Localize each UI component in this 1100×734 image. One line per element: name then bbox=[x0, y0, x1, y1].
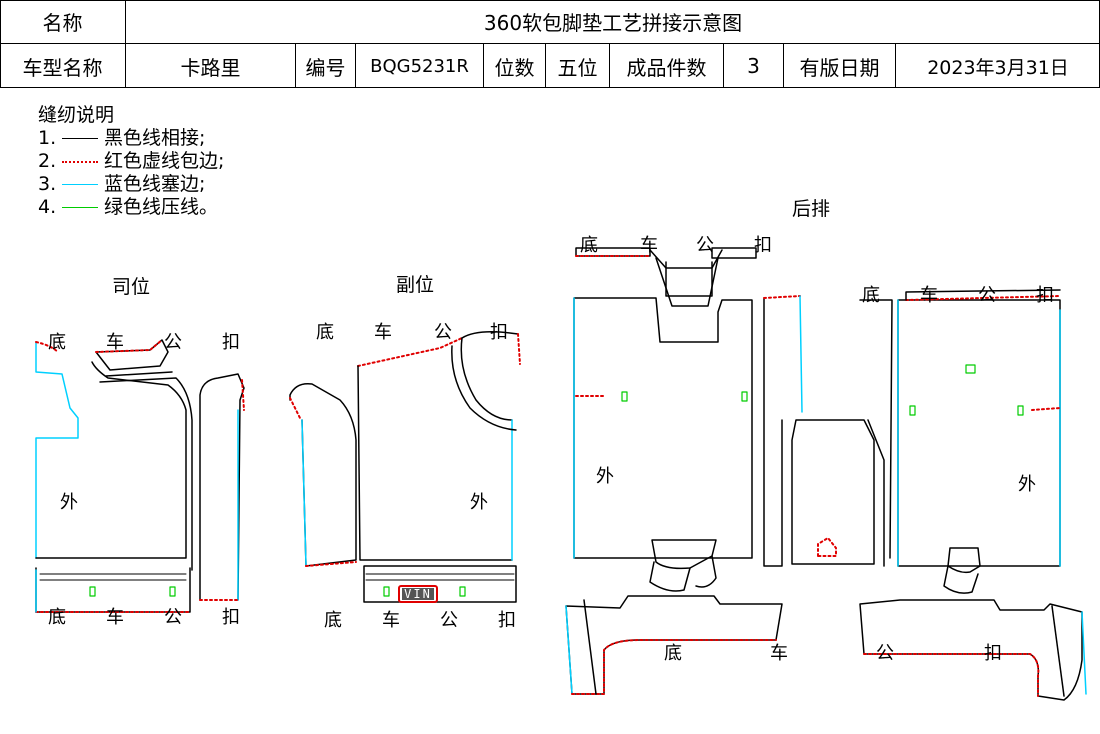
date-label-cell: 有版日期 bbox=[784, 44, 896, 88]
passenger-bottom-strip bbox=[363, 565, 517, 603]
blue-line-swatch bbox=[62, 184, 98, 185]
label-buckle: 扣 bbox=[1036, 285, 1054, 306]
label-buckle: 扣 bbox=[222, 607, 240, 628]
label-outer: 外 bbox=[1018, 474, 1036, 495]
note-text: 绿色线压线。 bbox=[104, 196, 219, 218]
date-value-cell: 2023年3月31日 bbox=[896, 44, 1100, 88]
driver-side-piece bbox=[199, 373, 245, 601]
title-cell: 360软包脚垫工艺拼接示意图 bbox=[126, 0, 1100, 44]
passenger-section-title: 副位 bbox=[396, 274, 435, 296]
label-buckle: 扣 bbox=[498, 610, 516, 631]
note-number: 4. bbox=[38, 196, 57, 218]
seat-label: 位数 bbox=[494, 55, 535, 80]
black-line-swatch bbox=[62, 138, 98, 139]
label-gong: 公 bbox=[434, 322, 452, 343]
note-number: 1. bbox=[38, 127, 57, 149]
model-label-cell: 车型名称 bbox=[0, 44, 126, 88]
note-item: 4. 绿色线压线。 bbox=[38, 196, 224, 219]
label-outer: 外 bbox=[596, 466, 614, 487]
model-label: 车型名称 bbox=[22, 55, 103, 80]
code-value: BQG5231R bbox=[370, 55, 469, 77]
pattern-drawing bbox=[35, 247, 1087, 701]
rear-left-mat bbox=[573, 297, 753, 592]
code-value-cell: BQG5231R bbox=[356, 44, 484, 88]
green-line-swatch bbox=[62, 207, 98, 208]
label-car: 车 bbox=[106, 332, 124, 353]
note-text: 蓝色线塞边; bbox=[104, 173, 206, 195]
rear-bottom-right-strip bbox=[859, 599, 1087, 701]
label-gong: 公 bbox=[876, 643, 894, 664]
driver-bottom-strip bbox=[35, 567, 191, 613]
label-car: 车 bbox=[770, 643, 788, 664]
label-outer: 外 bbox=[470, 492, 488, 513]
passenger-main-mat bbox=[357, 331, 521, 561]
page-title: 360软包脚垫工艺拼接示意图 bbox=[483, 11, 743, 35]
label-car: 车 bbox=[382, 610, 400, 631]
model-value: 卡路里 bbox=[180, 55, 241, 80]
label-gong: 公 bbox=[978, 285, 996, 306]
note-text: 黑色线相接; bbox=[104, 127, 206, 149]
driver-heel-strip bbox=[95, 339, 193, 571]
label-buckle: 扣 bbox=[490, 322, 508, 343]
sewing-notes: 缝纫说明 1. 黑色线相接; 2. 红色虚线包边; 3. 蓝色线塞边; 4. 绿… bbox=[38, 104, 224, 219]
seat-value: 五位 bbox=[557, 55, 598, 80]
label-gong: 公 bbox=[696, 235, 714, 256]
seat-value-cell: 五位 bbox=[546, 44, 610, 88]
note-number: 3. bbox=[38, 173, 57, 195]
code-label: 编号 bbox=[305, 55, 346, 80]
name-label-cell: 名称 bbox=[0, 0, 126, 44]
pieces-label-cell: 成品件数 bbox=[610, 44, 724, 88]
label-buckle: 扣 bbox=[984, 643, 1002, 664]
label-buckle: 扣 bbox=[222, 332, 240, 353]
label-bottom: 底 bbox=[316, 322, 334, 343]
label-bottom: 底 bbox=[48, 607, 66, 628]
label-bottom: 底 bbox=[48, 332, 66, 353]
label-gong: 公 bbox=[164, 607, 182, 628]
label-car: 车 bbox=[640, 235, 658, 256]
label-car: 车 bbox=[374, 322, 392, 343]
label-bottom: 底 bbox=[580, 235, 598, 256]
rear-section-title: 后排 bbox=[792, 198, 831, 220]
name-label: 名称 bbox=[42, 11, 83, 35]
note-number: 2. bbox=[38, 150, 57, 172]
rear-center-piece bbox=[763, 295, 885, 567]
label-gong: 公 bbox=[164, 332, 182, 353]
pieces-value: 3 bbox=[747, 54, 760, 78]
label-outer: 外 bbox=[60, 492, 78, 513]
date-label: 有版日期 bbox=[799, 55, 880, 80]
note-text: 红色虚线包边; bbox=[104, 150, 225, 172]
rear-right-mat bbox=[859, 289, 1061, 594]
label-bottom: 底 bbox=[664, 643, 682, 664]
pieces-value-cell: 3 bbox=[724, 44, 784, 88]
vin-label: VIN bbox=[402, 587, 434, 601]
code-label-cell: 编号 bbox=[296, 44, 356, 88]
driver-main-mat bbox=[35, 341, 187, 559]
driver-section-title: 司位 bbox=[112, 276, 151, 298]
pieces-label: 成品件数 bbox=[626, 55, 707, 80]
note-item: 3. 蓝色线塞边; bbox=[38, 173, 224, 196]
date-value: 2023年3月31日 bbox=[927, 56, 1069, 79]
rear-bottom-left-strip bbox=[565, 595, 783, 695]
vin-window: VIN bbox=[398, 585, 438, 603]
seat-label-cell: 位数 bbox=[484, 44, 546, 88]
notes-title: 缝纫说明 bbox=[38, 104, 115, 126]
model-value-cell: 卡路里 bbox=[126, 44, 296, 88]
label-car: 车 bbox=[106, 607, 124, 628]
red-dotted-swatch bbox=[62, 160, 98, 163]
note-item: 2. 红色虚线包边; bbox=[38, 150, 224, 173]
rear-top-strip bbox=[575, 247, 757, 307]
label-bottom: 底 bbox=[324, 610, 342, 631]
header-table: 名称 360软包脚垫工艺拼接示意图 车型名称 卡路里 编号 BQG5231R 位… bbox=[0, 0, 1100, 88]
passenger-side-piece bbox=[289, 382, 357, 567]
label-bottom: 底 bbox=[862, 285, 880, 306]
label-buckle: 扣 bbox=[754, 235, 772, 256]
label-car: 车 bbox=[920, 285, 938, 306]
label-gong: 公 bbox=[440, 610, 458, 631]
note-item: 1. 黑色线相接; bbox=[38, 127, 224, 150]
